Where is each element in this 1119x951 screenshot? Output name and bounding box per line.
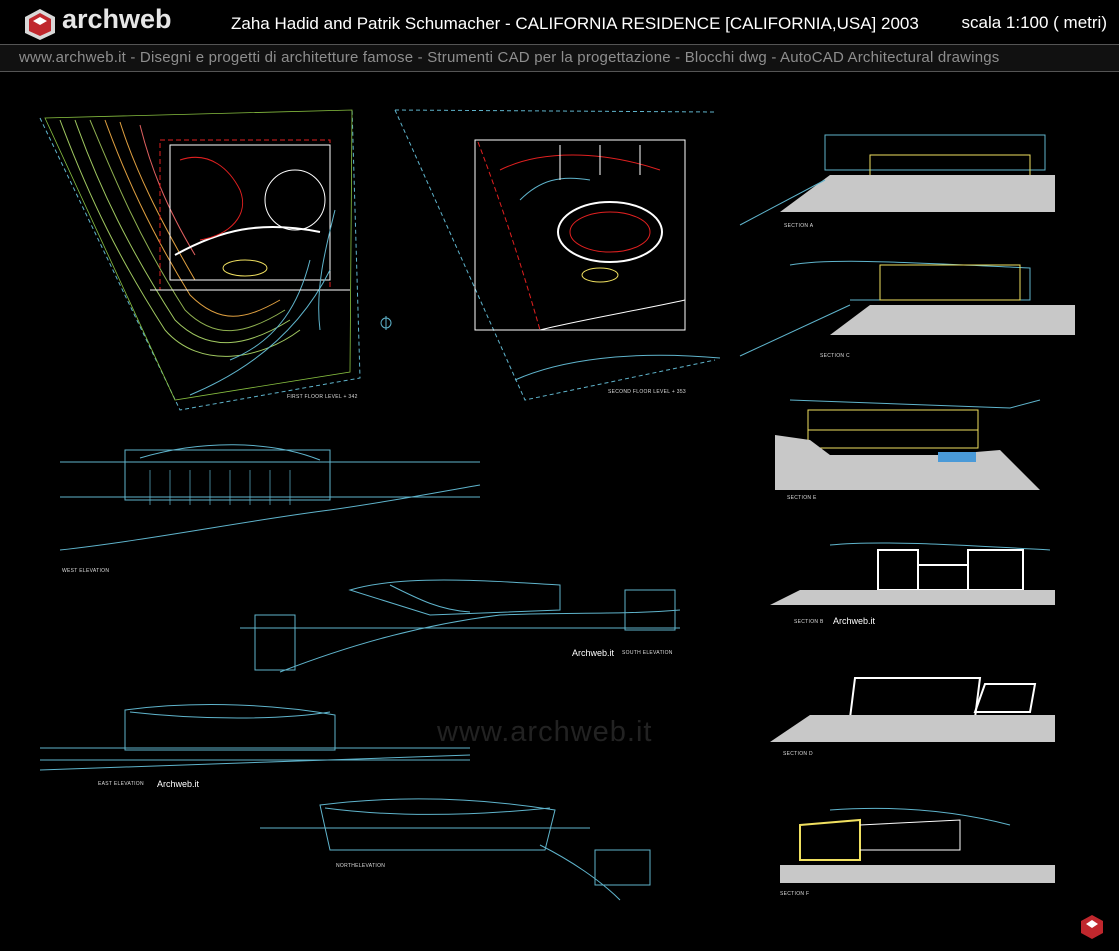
- west-elevation-label: WEST ELEVATION: [62, 568, 110, 574]
- section-a-drawing: [739, 134, 1055, 226]
- east-elevation-label: EAST ELEVATION: [98, 781, 144, 787]
- north-elevation-drawing: [260, 798, 651, 901]
- archweb-logo-icon[interactable]: [22, 6, 182, 40]
- east-elevation-drawing: [39, 704, 471, 771]
- section-d-label: SECTION D: [783, 751, 813, 757]
- archweb-watermark-small: Archweb.it: [157, 779, 200, 789]
- header-bar: archweb Zaha Hadid and Patrik Schumacher…: [0, 0, 1119, 44]
- header-divider: [0, 44, 1119, 45]
- section-c-drawing: [739, 260, 1075, 357]
- section-b-drawing: [770, 542, 1055, 605]
- archweb-watermark-big: www.archweb.it: [437, 716, 653, 748]
- subtitle-links[interactable]: www.archweb.it - Disegni e progetti di a…: [19, 49, 1000, 66]
- archweb-corner-icon[interactable]: [1079, 914, 1105, 940]
- logo-text[interactable]: archweb: [62, 4, 172, 34]
- section-e-label: SECTION E: [787, 495, 817, 501]
- archweb-watermark-small: Archweb.it: [572, 648, 615, 658]
- scale-label: scala 1:100 ( metri): [961, 13, 1108, 32]
- first-floor-plan: [39, 107, 361, 411]
- section-d-drawing: [770, 677, 1055, 742]
- archweb-watermark-small: Archweb.it: [833, 616, 876, 626]
- cad-drawing-canvas: [39, 107, 1075, 901]
- west-elevation-drawing: [59, 444, 481, 551]
- first-floor-label: FIRST FLOOR LEVEL + 342: [287, 394, 358, 400]
- north-elevation-label: NORTHELEVATION: [336, 863, 386, 869]
- south-elevation-drawing: [240, 579, 681, 673]
- south-elevation-label: SOUTH ELEVATION: [622, 650, 673, 656]
- subbar-divider: [0, 71, 1119, 72]
- section-b-label: SECTION B: [794, 619, 824, 625]
- section-f-drawing: [780, 807, 1055, 883]
- section-a-label: SECTION A: [784, 223, 814, 229]
- subtitle-bar: www.archweb.it - Disegni e progetti di a…: [0, 45, 1119, 71]
- page-title: Zaha Hadid and Patrik Schumacher - CALIF…: [231, 14, 919, 33]
- section-f-label: SECTION F: [780, 891, 810, 897]
- section-c-label: SECTION C: [820, 353, 850, 359]
- section-e-drawing: [775, 399, 1041, 490]
- second-floor-plan: [394, 109, 721, 401]
- second-floor-label: SECOND FLOOR LEVEL + 353: [608, 389, 687, 395]
